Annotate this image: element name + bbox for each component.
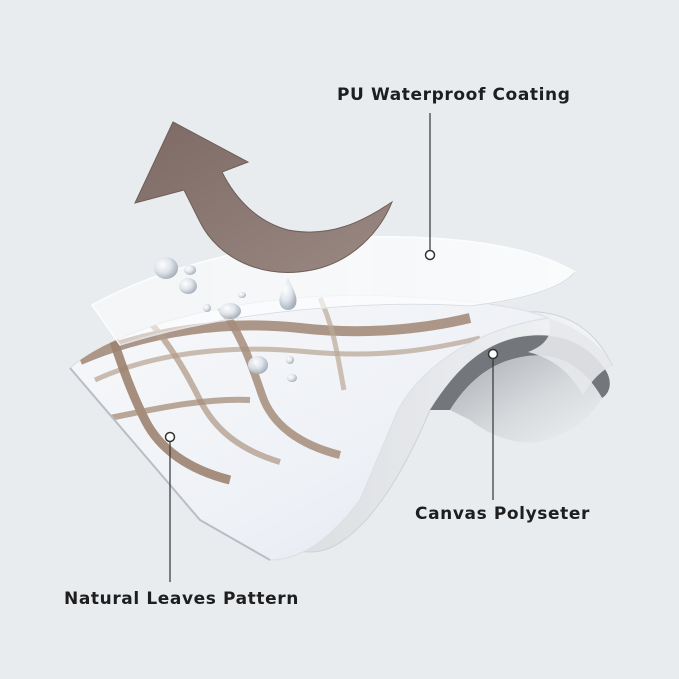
- water-drop-icon: [287, 374, 297, 382]
- water-drop-icon: [248, 356, 268, 374]
- water-drop-icon: [286, 356, 294, 364]
- water-drop-icon: [203, 304, 211, 312]
- water-drop-icon: [179, 278, 197, 294]
- natural-leaves-pattern-label: Natural Leaves Pattern: [64, 589, 299, 609]
- label-leaders: [164, 113, 499, 582]
- water-drops: [154, 257, 297, 382]
- leaf-stripes: [78, 296, 481, 485]
- canvas-polyester-label: Canvas Polyseter: [415, 504, 590, 524]
- water-drop-icon: [279, 278, 297, 310]
- water-drop-icon: [184, 265, 196, 275]
- leaves-pattern-layer: [69, 294, 551, 561]
- curved-up-arrow-icon: [134, 121, 394, 273]
- water-drop-icon: [154, 257, 178, 279]
- water-drop-icon: [219, 303, 241, 319]
- water-drop-icon: [238, 292, 246, 298]
- pu-waterproof-coating-label: PU Waterproof Coating: [337, 85, 571, 105]
